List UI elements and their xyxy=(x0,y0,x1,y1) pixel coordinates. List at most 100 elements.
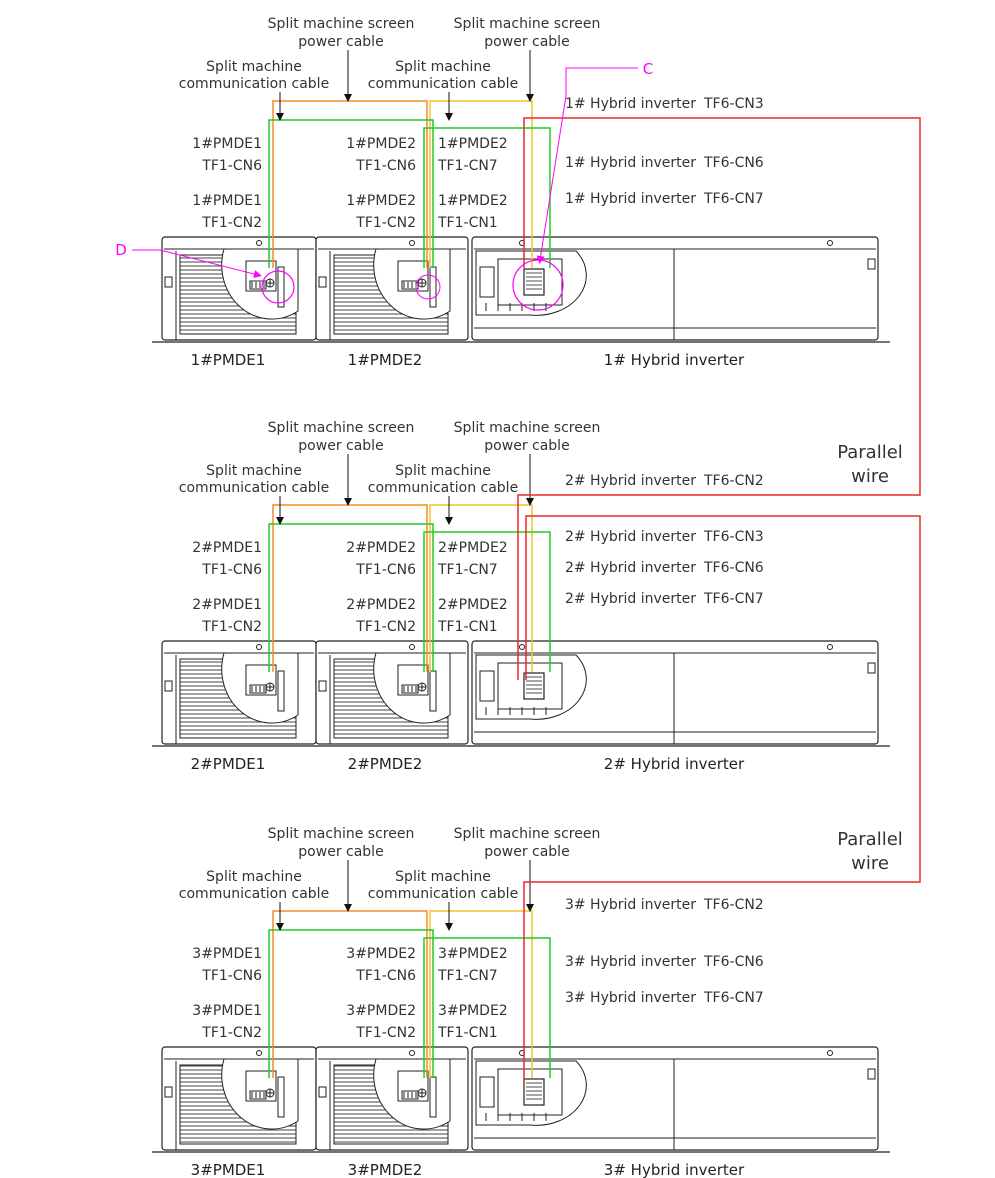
hybrid-inverter-unit-1-latch xyxy=(867,258,876,270)
pmde2-cn2-port-label: TF1-CN2 xyxy=(355,1025,416,1041)
hybrid-inverter-unit-3-latch xyxy=(867,1068,876,1080)
wire-comm-pmde1-pmde2 xyxy=(268,929,434,1078)
hybrid-inverter-unit-1-breaker xyxy=(479,266,495,298)
device-label-hybrid-inverter: 1# Hybrid inverter xyxy=(604,351,745,369)
hybrid-inverter-unit-3-breaker xyxy=(479,1076,495,1108)
pmde2-cn2-port-label: TF1-CN2 xyxy=(355,619,416,635)
pmde1-unit-1-din-rail xyxy=(277,266,285,308)
pmde2-unit-3 xyxy=(315,1046,469,1151)
pmde2-unit-1-din-rail xyxy=(429,266,437,308)
device-label-hybrid-inverter: 2# Hybrid inverter xyxy=(604,755,745,773)
pmde1-cn6-port-label: TF1-CN6 xyxy=(201,562,262,578)
inverter-port-code-label: TF6-CN3 xyxy=(703,96,764,112)
pmde1-unit-3 xyxy=(161,1046,317,1151)
pmde2-cn6-unit-label: 2#PMDE2 xyxy=(346,540,416,556)
inverter-port-code-label: TF6-CN2 xyxy=(703,897,764,913)
callout-d-leader xyxy=(132,249,262,278)
pmde2-unit-2-latch xyxy=(318,680,327,692)
pmde1-unit-1-latch xyxy=(164,276,173,288)
pmde2-cn7-unit-label: 1#PMDE2 xyxy=(438,136,508,152)
parallel-wire-label-1-line1: Parallel xyxy=(837,442,903,463)
screen-power-cable-right-line2: power cable xyxy=(484,844,569,860)
device-label-pmde1: 2#PMDE1 xyxy=(191,755,266,773)
pmde1-unit-2-din-rail xyxy=(277,670,285,712)
inverter-port-name-label: 2# Hybrid inverter xyxy=(565,591,696,607)
screen-power-cable-left-line2: power cable xyxy=(298,438,383,454)
pmde1-cn6-unit-label: 3#PMDE1 xyxy=(192,946,262,962)
device-label-pmde2: 2#PMDE2 xyxy=(348,755,423,773)
pmde2-unit-2-din-rail xyxy=(429,670,437,712)
pmde2-cn1-unit-label: 3#PMDE2 xyxy=(438,1003,508,1019)
pmde1-unit-3-latch xyxy=(164,1086,173,1098)
device-label-pmde1: 3#PMDE1 xyxy=(191,1161,266,1178)
screen-power-cable-left-line1: Split machine screen xyxy=(268,420,415,436)
pmde2-unit-1-lift-hole xyxy=(409,240,415,246)
pmde1-unit-1-lift-hole xyxy=(256,240,262,246)
pmde2-cn6-port-label: TF1-CN6 xyxy=(355,968,416,984)
pmde2-cn6-unit-label: 1#PMDE2 xyxy=(346,136,416,152)
pmde1-unit-2-latch xyxy=(164,680,173,692)
section-2-wires xyxy=(268,454,551,672)
pmde2-cn6-port-label: TF1-CN6 xyxy=(355,562,416,578)
screen-power-cable-right-line1: Split machine screen xyxy=(454,826,601,842)
wire-screen-power-pmde2-inverter xyxy=(429,910,533,1078)
pmde2-cn2-port-label: TF1-CN2 xyxy=(355,215,416,231)
comm-cable-left-line2: communication cable xyxy=(179,480,329,496)
pmde1-unit-2-lift-hole xyxy=(256,644,262,650)
section-1-labels: 1#PMDE1 1#PMDE2 1# Hybrid inverter Split ma… xyxy=(179,16,764,369)
pmde1-cn2-port-label: TF1-CN2 xyxy=(201,619,262,635)
inverter-port-code-label: TF6-CN7 xyxy=(703,591,764,607)
inverter-port-code-label: TF6-CN2 xyxy=(703,473,764,489)
callout-d-circle xyxy=(261,270,295,304)
pmde1-cn2-port-label: TF1-CN2 xyxy=(201,215,262,231)
pmde2-cn6-port-label: TF1-CN6 xyxy=(355,158,416,174)
comm-cable-right-line1: Split machine xyxy=(395,463,491,479)
section-2-labels: 2#PMDE1 2#PMDE2 2# Hybrid inverter Split ma… xyxy=(179,420,764,773)
device-label-pmde2: 1#PMDE2 xyxy=(348,351,423,369)
pmde2-cn7-port-label: TF1-CN7 xyxy=(437,968,498,984)
inverter-port-name-label: 3# Hybrid inverter xyxy=(565,990,696,1006)
inverter-port-code-label: TF6-CN6 xyxy=(703,560,764,576)
wire-comm-pmde2-inverter xyxy=(423,937,551,1078)
pmde2-unit-1-latch xyxy=(318,276,327,288)
hybrid-inverter-unit-2 xyxy=(471,640,879,745)
callout-d-label: D xyxy=(115,241,127,259)
comm-cable-left-line2: communication cable xyxy=(179,76,329,92)
inverter-port-name-label: 3# Hybrid inverter xyxy=(565,954,696,970)
comm-cable-right-line2: communication cable xyxy=(368,480,518,496)
section-3-wires xyxy=(268,860,551,1078)
pmde2-cn6-unit-label: 3#PMDE2 xyxy=(346,946,416,962)
parallel-wire-1-2 xyxy=(517,117,921,680)
wires-layer xyxy=(268,50,921,1082)
inverter-port-name-label: 3# Hybrid inverter xyxy=(565,897,696,913)
comm-cable-left-line2: communication cable xyxy=(179,886,329,902)
parallel-wire-2-3 xyxy=(523,515,921,1082)
hybrid-inverter-unit-2-latch xyxy=(867,662,876,674)
hybrid-inverter-unit-3-lift-hole-right xyxy=(827,1050,833,1056)
pmde2-cn2-unit-label: 2#PMDE2 xyxy=(346,597,416,613)
hybrid-inverter-unit-1-terminal-strip xyxy=(523,268,545,296)
callout-c-leader xyxy=(536,67,638,264)
callouts: CD xyxy=(115,60,653,311)
device-label-pmde1: 1#PMDE1 xyxy=(191,351,266,369)
inverter-port-code-label: TF6-CN6 xyxy=(703,155,764,171)
comm-cable-right-line1: Split machine xyxy=(395,59,491,75)
pmde2-unit-3-latch xyxy=(318,1086,327,1098)
parallel-wire-label-2-line1: Parallel xyxy=(837,829,903,850)
parallel-wire-label-2-line2: wire xyxy=(851,853,889,874)
hybrid-inverter-unit-1-lift-hole-right xyxy=(827,240,833,246)
pmde1-unit-2 xyxy=(161,640,317,745)
comm-cable-left-line1: Split machine xyxy=(206,463,302,479)
pmde1-cn6-port-label: TF1-CN6 xyxy=(201,968,262,984)
screen-power-cable-left-line1: Split machine screen xyxy=(268,826,415,842)
inverter-port-code-label: TF6-CN7 xyxy=(703,191,764,207)
equipment-layer xyxy=(152,236,890,1153)
comm-cable-right-line2: communication cable xyxy=(368,886,518,902)
pmde1-cn2-unit-label: 1#PMDE1 xyxy=(192,193,262,209)
hybrid-inverter-unit-2-lift-hole-right xyxy=(827,644,833,650)
pmde2-cn7-port-label: TF1-CN7 xyxy=(437,562,498,578)
device-label-pmde2: 3#PMDE2 xyxy=(348,1161,423,1178)
pmde2-unit-2-lift-hole xyxy=(409,644,415,650)
